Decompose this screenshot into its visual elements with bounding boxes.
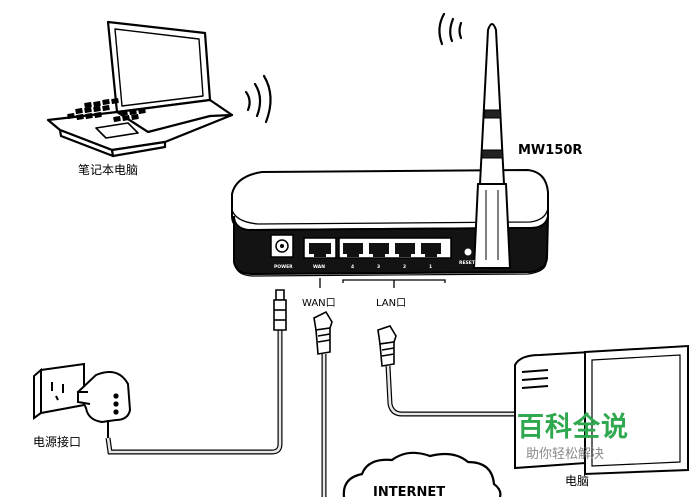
port-label-lan-2: 2 [403, 264, 406, 270]
lan-ports [338, 237, 452, 259]
port-label-lan-3: 3 [377, 264, 380, 270]
power-adapter-icon [76, 371, 132, 438]
desktop-computer-label: 电脑 [565, 474, 590, 488]
power-outlet-label: 电源接口 [33, 435, 82, 449]
port-label-power: POWER [274, 264, 293, 270]
power-plug-icon [273, 289, 287, 331]
internet-cloud-icon: INTERNET [342, 451, 502, 497]
power-port [270, 234, 294, 258]
reset-button [464, 248, 472, 256]
laptop-label: 笔记本电脑 [78, 163, 139, 177]
port-label-lan-1: 1 [429, 264, 432, 270]
lan-cable [385, 365, 520, 417]
lan-ports-label: LAN口 [376, 298, 407, 309]
laptop-icon [46, 20, 234, 158]
watermark-subtitle: 助你轻松解决 [526, 447, 605, 462]
router-model-label: MW150R [518, 143, 583, 158]
wan-port [303, 237, 337, 259]
antenna [472, 23, 512, 269]
antenna-signal-icon [438, 12, 463, 46]
desktop-computer-icon [514, 344, 689, 476]
watermark-title: 百科全说 [517, 412, 629, 443]
port-label-reset: RESET [459, 260, 476, 266]
internet-label: INTERNET [373, 485, 445, 497]
lan-cable-plug-icon [377, 325, 397, 367]
wireless-signal-icon [244, 74, 272, 124]
port-label-lan-4: 4 [351, 264, 354, 270]
wan-port-label: WAN口 [302, 298, 336, 309]
power-outlet-icon [33, 362, 85, 420]
port-label-wan: WAN [313, 264, 325, 270]
wan-cable-plug-icon [313, 310, 333, 355]
port-bracket [319, 278, 446, 288]
power-cable [105, 330, 283, 455]
